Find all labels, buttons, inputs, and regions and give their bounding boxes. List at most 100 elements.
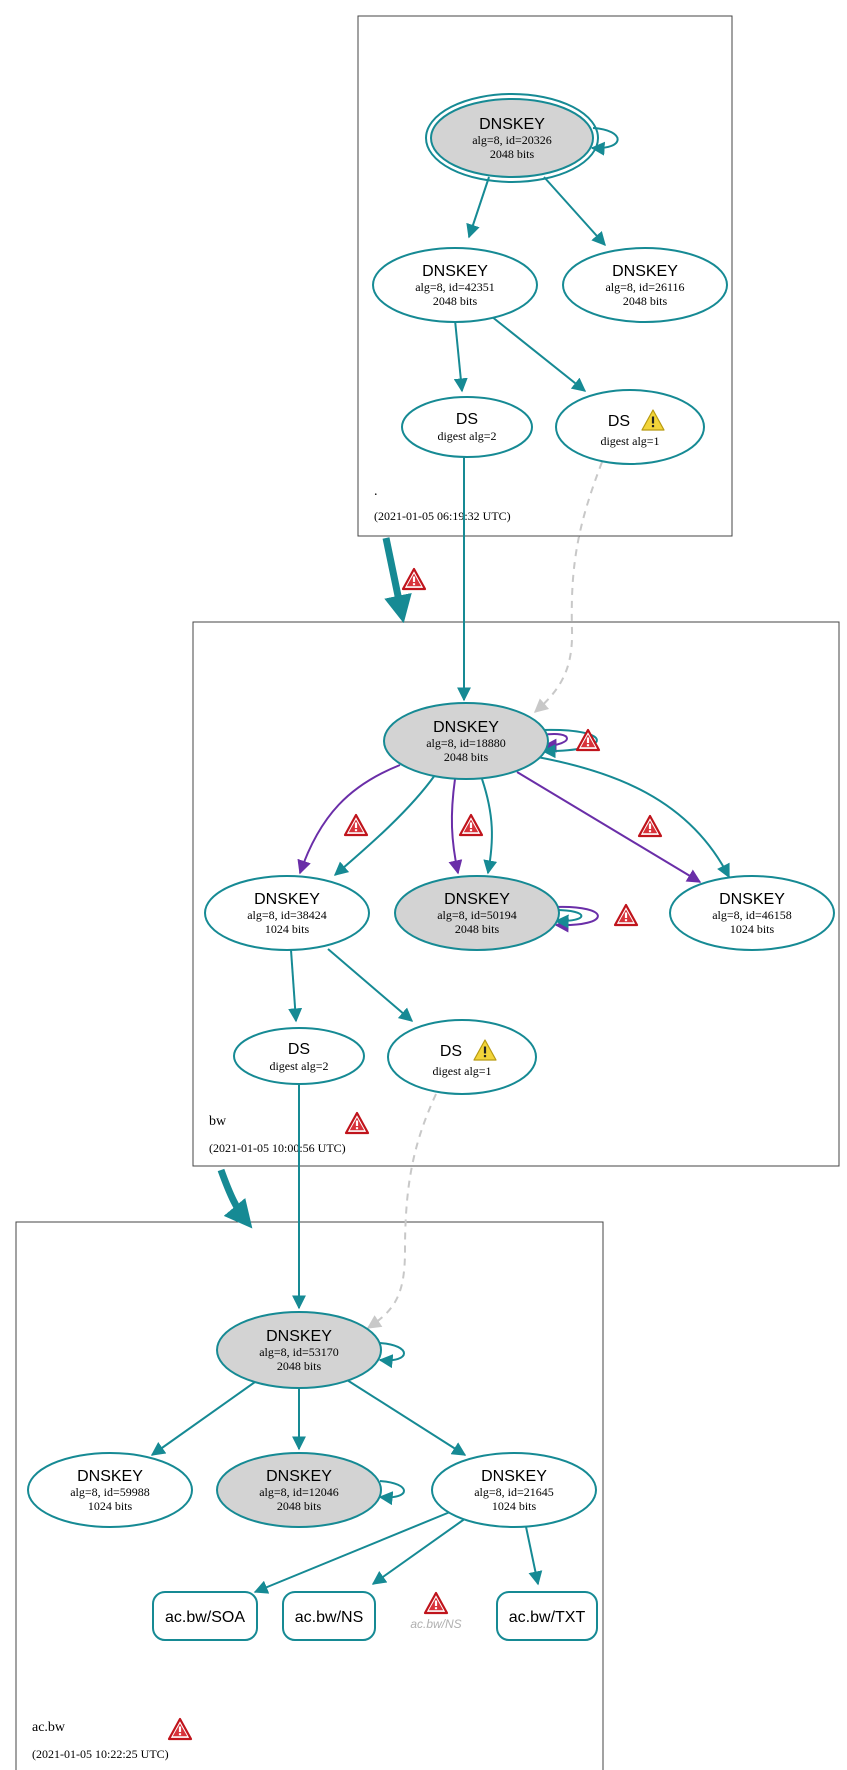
edge-bw-ksk-to-ksk2-purple	[448, 778, 463, 875]
node-bw-zsk-a-title: DNSKEY	[254, 891, 320, 908]
node-root-ds2[interactable]: DS digest alg=2	[401, 396, 533, 458]
node-root-ksk-params: alg=8, id=20326	[472, 133, 552, 147]
zone-root-name: .	[374, 484, 378, 499]
rrset-txt[interactable]: ac.bw/TXT	[496, 1591, 598, 1641]
rrset-ns[interactable]: ac.bw/NS	[282, 1591, 376, 1641]
node-bw-ds2-title: DS	[288, 1041, 310, 1058]
bw-ksk2-self-error-icon	[613, 903, 639, 927]
edges	[150, 127, 730, 1594]
edge-delegation-root-to-bw	[382, 537, 412, 624]
node-root-ds2-title: DS	[456, 411, 478, 428]
zone-ac-bw: ac.bw (2021-01-05 10:22:25 UTC)	[15, 1221, 604, 1770]
node-ac-ksk-params: alg=8, id=53170	[259, 1345, 339, 1359]
edge-ac-ksk-to-zsk-a	[150, 1381, 256, 1456]
node-bw-zsk-b-size: 1024 bits	[730, 922, 775, 936]
edge-bw-ksk-to-zsk-b-teal	[525, 754, 730, 879]
zone-ac-bw-timestamp: (2021-01-05 10:22:25 UTC)	[32, 1747, 169, 1761]
rrset-ns-ghost: ac.bw/NS	[410, 1591, 462, 1631]
node-ac-ksk-title: DNSKEY	[266, 1328, 332, 1345]
node-bw-zsk-b[interactable]: DNSKEY alg=8, id=46158 1024 bits	[669, 875, 835, 951]
node-bw-zsk-a[interactable]: DNSKEY alg=8, id=38424 1024 bits	[204, 875, 370, 951]
node-root-ksk-title: DNSKEY	[479, 116, 545, 133]
node-bw-ds1-title: DS	[440, 1043, 462, 1060]
edge-bw-zsk-a-to-ds1	[327, 948, 414, 1022]
node-bw-ksk-params: alg=8, id=18880	[426, 736, 506, 750]
edge-bw-ds1-to-ac-ksk	[366, 1093, 437, 1329]
edge-bw-ksk-to-zsk-a-purple	[297, 764, 401, 875]
node-ac-ksk2-size: 2048 bits	[277, 1499, 322, 1513]
node-ac-zsk-a[interactable]: DNSKEY alg=8, id=59988 1024 bits	[27, 1452, 193, 1528]
rrset-soa-label: ac.bw/SOA	[165, 1609, 245, 1626]
node-bw-ksk2-params: alg=8, id=50194	[437, 908, 517, 922]
node-bw-ksk[interactable]: DNSKEY alg=8, id=18880 2048 bits	[383, 702, 549, 780]
rrset-ns-ghost-error-icon	[423, 1591, 449, 1615]
node-bw-zsk-b-title: DNSKEY	[719, 891, 785, 908]
edge-bw-ksk-to-zsk-a-teal	[333, 774, 436, 876]
edge-ac-zsk-b-to-soa	[253, 1511, 451, 1594]
node-root-zsk2-params: alg=8, id=26116	[605, 280, 684, 294]
node-root-ds1[interactable]: DS digest alg=1	[555, 389, 705, 465]
zone-bw-error-icon	[344, 1111, 370, 1135]
zone-ac-bw-error-icon	[167, 1717, 193, 1741]
node-ac-zsk-b-size: 1024 bits	[492, 1499, 537, 1513]
node-ac-zsk-a-title: DNSKEY	[77, 1468, 143, 1485]
node-root-ksk[interactable]: DNSKEY alg=8, id=20326 2048 bits	[425, 93, 599, 183]
zone-bw-timestamp: (2021-01-05 10:00:56 UTC)	[209, 1141, 346, 1155]
bw-zsk-a-error-icon	[343, 813, 369, 837]
edge-root-zsk1-to-ds2	[453, 319, 468, 393]
node-ac-ksk-size: 2048 bits	[277, 1359, 322, 1373]
node-root-zsk1-params: alg=8, id=42351	[415, 280, 495, 294]
edge-root-ds1-to-bw-ksk	[533, 461, 603, 713]
node-ac-zsk-b[interactable]: DNSKEY alg=8, id=21645 1024 bits	[431, 1452, 597, 1528]
rrset-txt-label: ac.bw/TXT	[509, 1609, 586, 1626]
edge-bw-zsk-a-to-ds2	[288, 949, 303, 1023]
edge-bw-ksk2-self-teal	[554, 909, 583, 929]
rrset-ns-label: ac.bw/NS	[295, 1609, 363, 1626]
node-root-zsk2-title: DNSKEY	[612, 263, 678, 280]
edge-root-ksk-self	[590, 127, 619, 156]
node-ac-zsk-a-params: alg=8, id=59988	[70, 1485, 150, 1499]
node-ac-ksk2[interactable]: DNSKEY alg=8, id=12046 2048 bits	[216, 1452, 382, 1528]
zone-ac-bw-name: ac.bw	[32, 1720, 66, 1735]
bw-ksk2-error-icon	[458, 813, 484, 837]
node-ac-zsk-b-title: DNSKEY	[481, 1468, 547, 1485]
node-bw-ds2-digest: digest alg=2	[269, 1059, 328, 1073]
node-bw-ksk2-size: 2048 bits	[455, 922, 500, 936]
rrset-ns-ghost-label: ac.bw/NS	[410, 1617, 461, 1631]
node-root-zsk2[interactable]: DNSKEY alg=8, id=26116 2048 bits	[562, 247, 728, 323]
node-bw-zsk-b-params: alg=8, id=46158	[712, 908, 792, 922]
edge-ac-ksk-to-zsk-b	[346, 1379, 467, 1456]
node-ac-zsk-a-size: 1024 bits	[88, 1499, 133, 1513]
node-ac-ksk2-title: DNSKEY	[266, 1468, 332, 1485]
node-bw-ksk-title: DNSKEY	[433, 719, 499, 736]
node-bw-ds1-digest: digest alg=1	[432, 1064, 491, 1078]
node-root-zsk1-title: DNSKEY	[422, 263, 488, 280]
node-root-ds1-digest: digest alg=1	[600, 434, 659, 448]
node-bw-zsk-a-params: alg=8, id=38424	[247, 908, 327, 922]
rrset-soa[interactable]: ac.bw/SOA	[152, 1591, 258, 1641]
node-bw-ds2[interactable]: DS digest alg=2	[233, 1027, 365, 1085]
edge-root-ksk-to-zsk2	[543, 176, 606, 247]
node-root-zsk1[interactable]: DNSKEY alg=8, id=42351 2048 bits	[372, 247, 538, 323]
edge-ac-ksk-self	[378, 1342, 405, 1369]
edge-root-zsk1-to-ds1	[490, 315, 587, 392]
node-root-zsk2-size: 2048 bits	[623, 294, 668, 308]
node-bw-ksk2-title: DNSKEY	[444, 891, 510, 908]
edge-bw-ksk-to-zsk-b-purple	[516, 771, 702, 883]
node-bw-ksk2[interactable]: DNSKEY alg=8, id=50194 2048 bits	[394, 875, 560, 951]
node-ac-zsk-b-params: alg=8, id=21645	[474, 1485, 554, 1499]
zone-root-timestamp: (2021-01-05 06:19:32 UTC)	[374, 509, 511, 523]
edge-ac-zsk-b-to-ns	[371, 1517, 467, 1585]
node-ac-ksk[interactable]: DNSKEY alg=8, id=53170 2048 bits	[216, 1311, 382, 1389]
edge-bw-ksk2-self-purple	[554, 905, 599, 933]
node-ac-ksk2-params: alg=8, id=12046	[259, 1485, 339, 1499]
node-bw-ds1[interactable]: DS digest alg=1	[387, 1019, 537, 1095]
edge-root-ksk-to-zsk1	[466, 176, 490, 239]
delegation-root-bw-error-icon	[401, 567, 427, 591]
zone-bw: bw (2021-01-05 10:00:56 UTC)	[192, 621, 840, 1167]
edge-delegation-bw-to-ac-bw	[217, 1168, 253, 1229]
bw-zsk-b-error-icon	[637, 814, 663, 838]
node-root-zsk1-size: 2048 bits	[433, 294, 478, 308]
edge-bw-ksk-self-teal	[541, 728, 598, 759]
